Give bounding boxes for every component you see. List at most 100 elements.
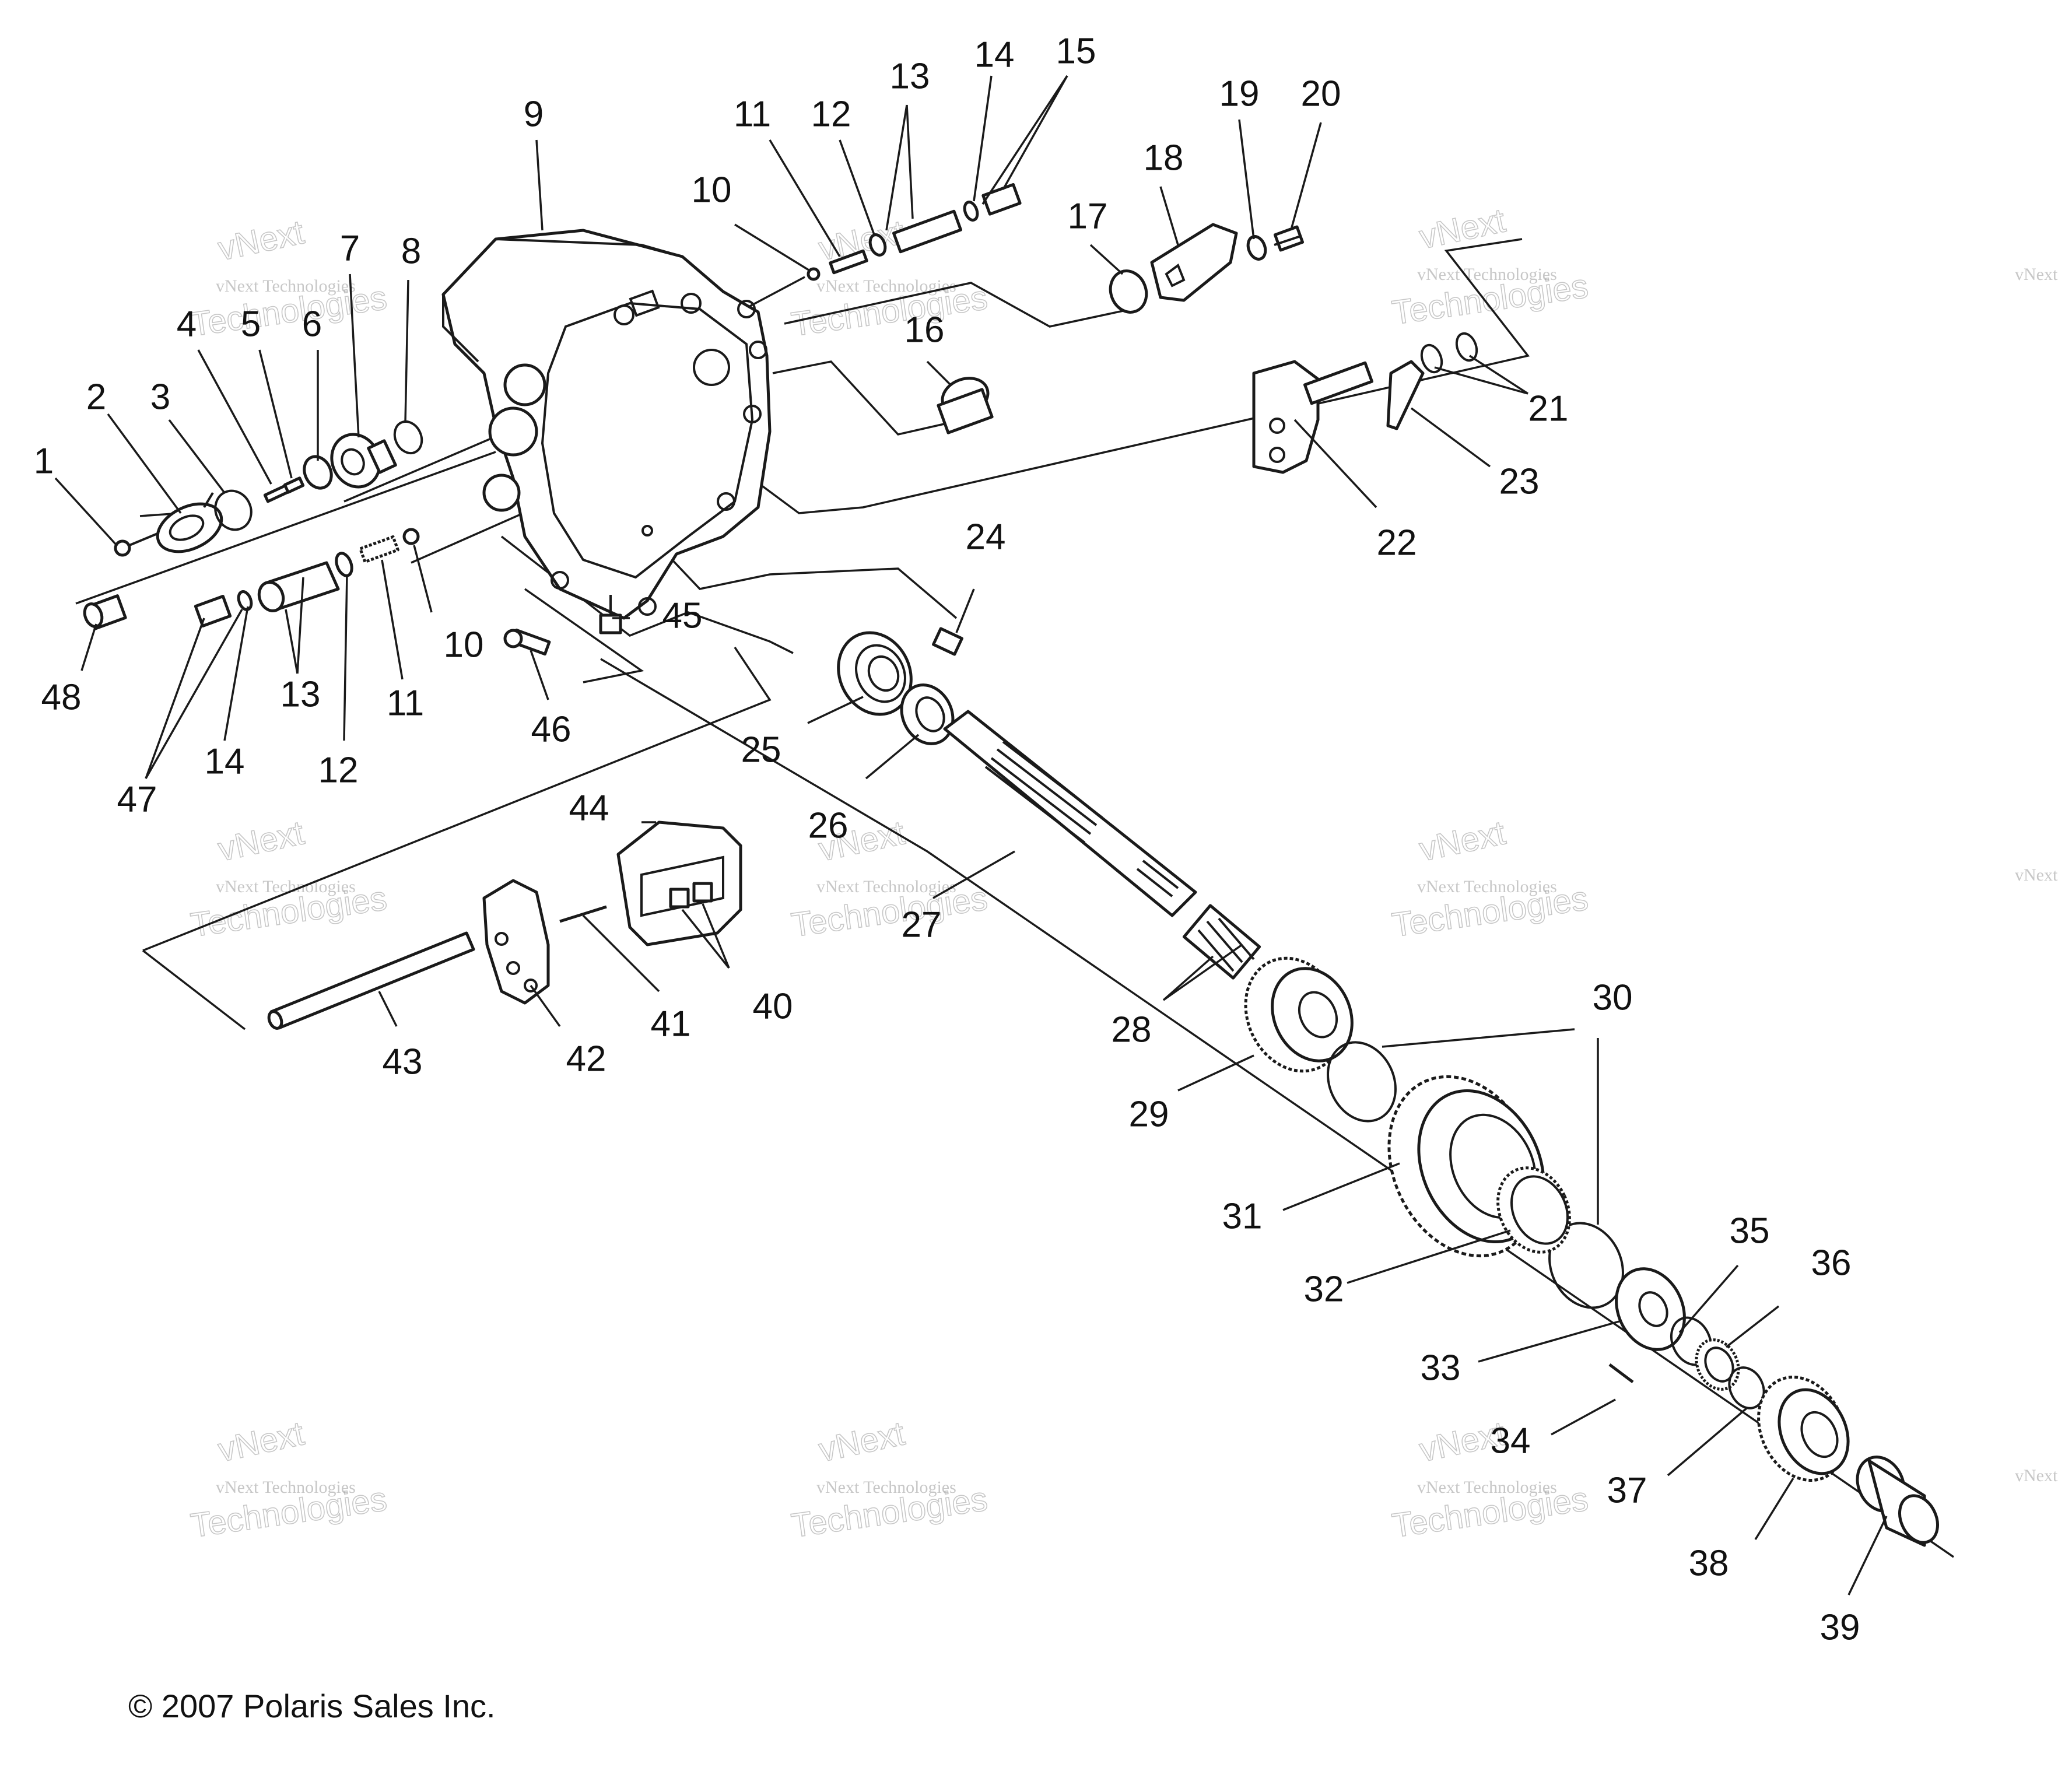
part-38-sprocket — [1757, 1376, 1850, 1482]
part-18-shift-arm — [1150, 223, 1238, 302]
leader-10a — [734, 223, 811, 272]
sprocket-bore — [1800, 1411, 1839, 1458]
watermark: vNext vNext Technologies Technologies — [1389, 813, 1591, 945]
plate-hole — [495, 932, 509, 946]
detent-body — [892, 209, 962, 254]
leader-5 — [258, 349, 293, 479]
callout-27: 27 — [902, 904, 942, 945]
shaft-axis-line — [600, 658, 1954, 1558]
leader-27 — [932, 850, 1015, 899]
callout-25: 25 — [741, 730, 781, 770]
callout-48: 48 — [41, 677, 82, 717]
part-24-dowel — [932, 627, 963, 656]
leader-9 — [535, 139, 544, 231]
rod-end — [267, 1010, 283, 1030]
callout-22: 22 — [1377, 522, 1417, 563]
leader-17 — [1089, 244, 1124, 275]
watermark-line1: vNext Technologies — [1417, 265, 1557, 284]
bearing-bore — [867, 655, 900, 692]
cover-center — [169, 514, 205, 541]
part-30-snap-ring — [1327, 1041, 1397, 1123]
watermark-line1: vNext Technologies — [216, 1478, 356, 1497]
part-2-cover — [156, 492, 223, 553]
leader-30 — [1382, 1028, 1575, 1048]
bolt-head — [1273, 225, 1305, 252]
leader-21 — [1434, 366, 1528, 395]
part-40-block — [669, 888, 690, 909]
callout-14-top: 14 — [974, 34, 1015, 75]
part-19-washer — [1246, 235, 1267, 261]
callout-18: 18 — [1144, 138, 1184, 178]
leader-42 — [530, 984, 561, 1027]
rod-body — [269, 931, 475, 1030]
part-17-washer — [1109, 269, 1148, 314]
watermark: vNext vNext Technologies Technologies — [788, 1414, 990, 1545]
detent-ball — [402, 528, 420, 545]
callout-43: 43 — [383, 1041, 423, 1082]
leader-lines — [54, 75, 1888, 1595]
bolt-hole — [743, 405, 762, 423]
leader-29 — [1177, 1054, 1254, 1092]
bearing-inner — [855, 644, 906, 703]
leader-4 — [197, 349, 272, 485]
plate-hole — [1269, 418, 1285, 434]
dowel-body — [932, 627, 963, 656]
bolt-hole — [551, 571, 569, 590]
part-4-5-pin-spring — [263, 476, 305, 503]
leader-32 — [1347, 1229, 1511, 1284]
part-7-hub — [330, 433, 397, 489]
assembly-bracket-lines — [75, 238, 1954, 1558]
callout-3: 3 — [150, 377, 170, 417]
bearing-bore — [693, 349, 730, 386]
bolt-hole — [717, 492, 735, 511]
ring-outer — [1496, 1166, 1571, 1254]
part-16-bushing — [937, 377, 994, 434]
needle-bearing — [1182, 904, 1261, 980]
leader-14b — [223, 606, 249, 741]
callout-35: 35 — [1730, 1211, 1770, 1251]
plate-hole — [1269, 447, 1285, 463]
part-34-pin — [1608, 1363, 1634, 1383]
callout-13-top: 13 — [890, 56, 930, 96]
callout-29: 29 — [1129, 1094, 1169, 1134]
leader-23 — [1410, 407, 1491, 468]
callout-labels: 1 2 3 4 5 6 7 8 9 10 10 11 11 12 12 13 1… — [34, 31, 1860, 1647]
callout-20: 20 — [1301, 73, 1341, 114]
callout-8: 8 — [401, 231, 421, 271]
cover-body — [156, 502, 223, 553]
callout-23: 23 — [1499, 461, 1540, 502]
part-25-bearing — [837, 631, 913, 716]
part-29-gear — [1244, 956, 1354, 1073]
callout-39: 39 — [1820, 1607, 1860, 1647]
detent-plug — [194, 595, 232, 627]
arm-body — [1150, 223, 1238, 302]
part-6-washer — [303, 455, 333, 490]
leader-28-2 — [1162, 944, 1243, 1001]
callout-31: 31 — [1222, 1196, 1263, 1236]
callout-46: 46 — [531, 709, 572, 749]
detent-plug — [981, 183, 1022, 216]
shaft-plate — [1252, 360, 1320, 474]
callout-2: 2 — [86, 377, 106, 417]
bolt-hole — [638, 597, 657, 616]
leader-40 — [681, 909, 730, 969]
leader-13b — [285, 609, 299, 674]
ring-inner — [1510, 1175, 1569, 1245]
case-window — [629, 289, 660, 317]
bolt-hole — [737, 300, 756, 318]
bracket-line — [784, 282, 1132, 328]
needle-lines — [1197, 917, 1255, 972]
leader-11a — [769, 139, 841, 257]
case-boss — [488, 406, 538, 457]
bolt-hole — [613, 304, 634, 325]
case-flange — [541, 301, 754, 579]
part-41-pin — [559, 905, 607, 923]
callout-4: 4 — [177, 304, 197, 344]
ring-inner — [1704, 1346, 1734, 1383]
watermark-line1: vNext Technologies — [1417, 1478, 1557, 1497]
callout-9: 9 — [524, 94, 544, 134]
leader-36 — [1725, 1305, 1780, 1348]
callout-11-lower: 11 — [387, 683, 424, 723]
part-33-plate — [1615, 1267, 1686, 1351]
leader-46 — [530, 650, 549, 700]
